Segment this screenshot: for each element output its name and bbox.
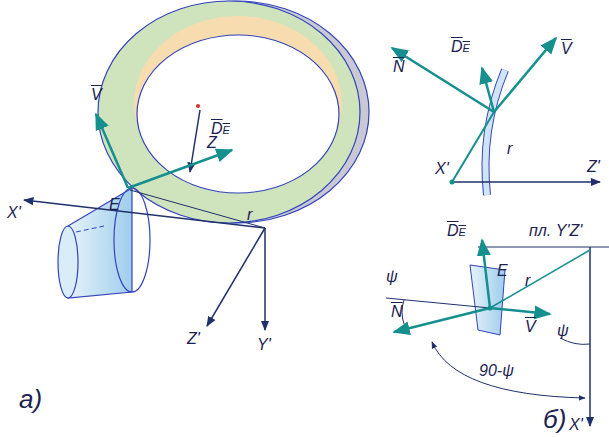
axes-a [24,110,265,330]
vector-label: N [390,303,404,321]
axis-label: Y' [256,336,272,354]
point-label: E [108,196,121,214]
axis-label: X' [568,416,584,434]
figure-label: б) [542,405,567,433]
figure-label: а) [18,385,43,413]
torus [98,1,369,223]
angle-label: ψ [556,322,570,340]
angle-label: ψ [385,268,399,286]
radius-label: r [246,206,253,224]
axis-label: Z' [186,330,201,348]
section-b-lower [386,240,609,426]
section-b-upper [392,38,600,195]
point-label: E [496,262,509,280]
cone [58,188,150,298]
plane-label: пл. Y'Z' [528,222,583,240]
vector-label: V [524,318,537,336]
axis-label: X' [6,204,22,222]
vector-label: V [90,86,103,104]
vector-label: V [560,40,573,58]
axis-label: Z' [586,158,601,176]
angle-label: 90-ψ [478,362,515,380]
vectors-a [96,114,232,188]
vector-label: DE [446,222,467,241]
vector-label: DE [210,120,231,139]
axis-label: X' [434,160,450,178]
radius-label: r [524,272,531,290]
radius-label: r [506,140,513,158]
vector-label: N [392,58,406,76]
vector-label: DE [450,38,471,57]
